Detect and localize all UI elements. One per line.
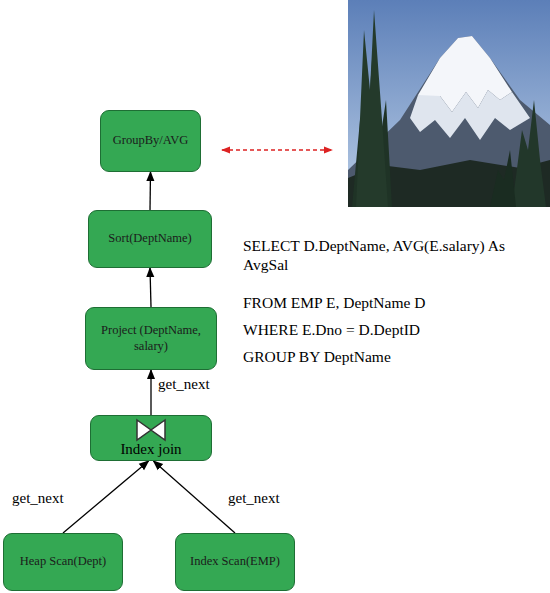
flow-arrow: [150, 370, 151, 415]
sql-text: WHERE E.Dno = D.DeptID: [243, 320, 548, 339]
node-text: Heap Scan(Dept): [20, 554, 106, 570]
node-text: Index Scan(EMP): [190, 554, 280, 570]
operator-box: GroupBy/AVG: [100, 110, 201, 172]
flow-arrow: [63, 461, 149, 533]
operator-box: Sort(DeptName): [88, 210, 212, 268]
edge-label: get_next: [158, 376, 210, 393]
flow-arrow: [149, 172, 151, 210]
sql-text: GROUP BY DeptName: [243, 347, 548, 366]
edge-label: get_next: [228, 490, 280, 507]
dashed-link-arrow: [222, 149, 332, 150]
operator-box: Project (DeptName, salary): [85, 307, 217, 370]
node-text: GroupBy/AVG: [113, 133, 188, 149]
node-text: Index join: [120, 440, 181, 459]
node-text: Sort(DeptName): [108, 231, 191, 247]
operator-box: Heap Scan(Dept): [3, 533, 123, 591]
flow-arrow: [150, 268, 151, 307]
sql-text: SELECT D.DeptName, AVG(E.salary) As AvgS…: [243, 236, 548, 274]
edge-label: get_next: [12, 490, 64, 507]
operator-box: Index join: [90, 415, 212, 461]
node-text: Project (DeptName, salary): [86, 323, 216, 354]
flow-arrow: [153, 461, 235, 533]
operator-box: Index Scan(EMP): [175, 533, 295, 591]
mountain-photo: [348, 0, 550, 207]
sql-text: FROM EMP E, DeptName D: [243, 293, 548, 312]
